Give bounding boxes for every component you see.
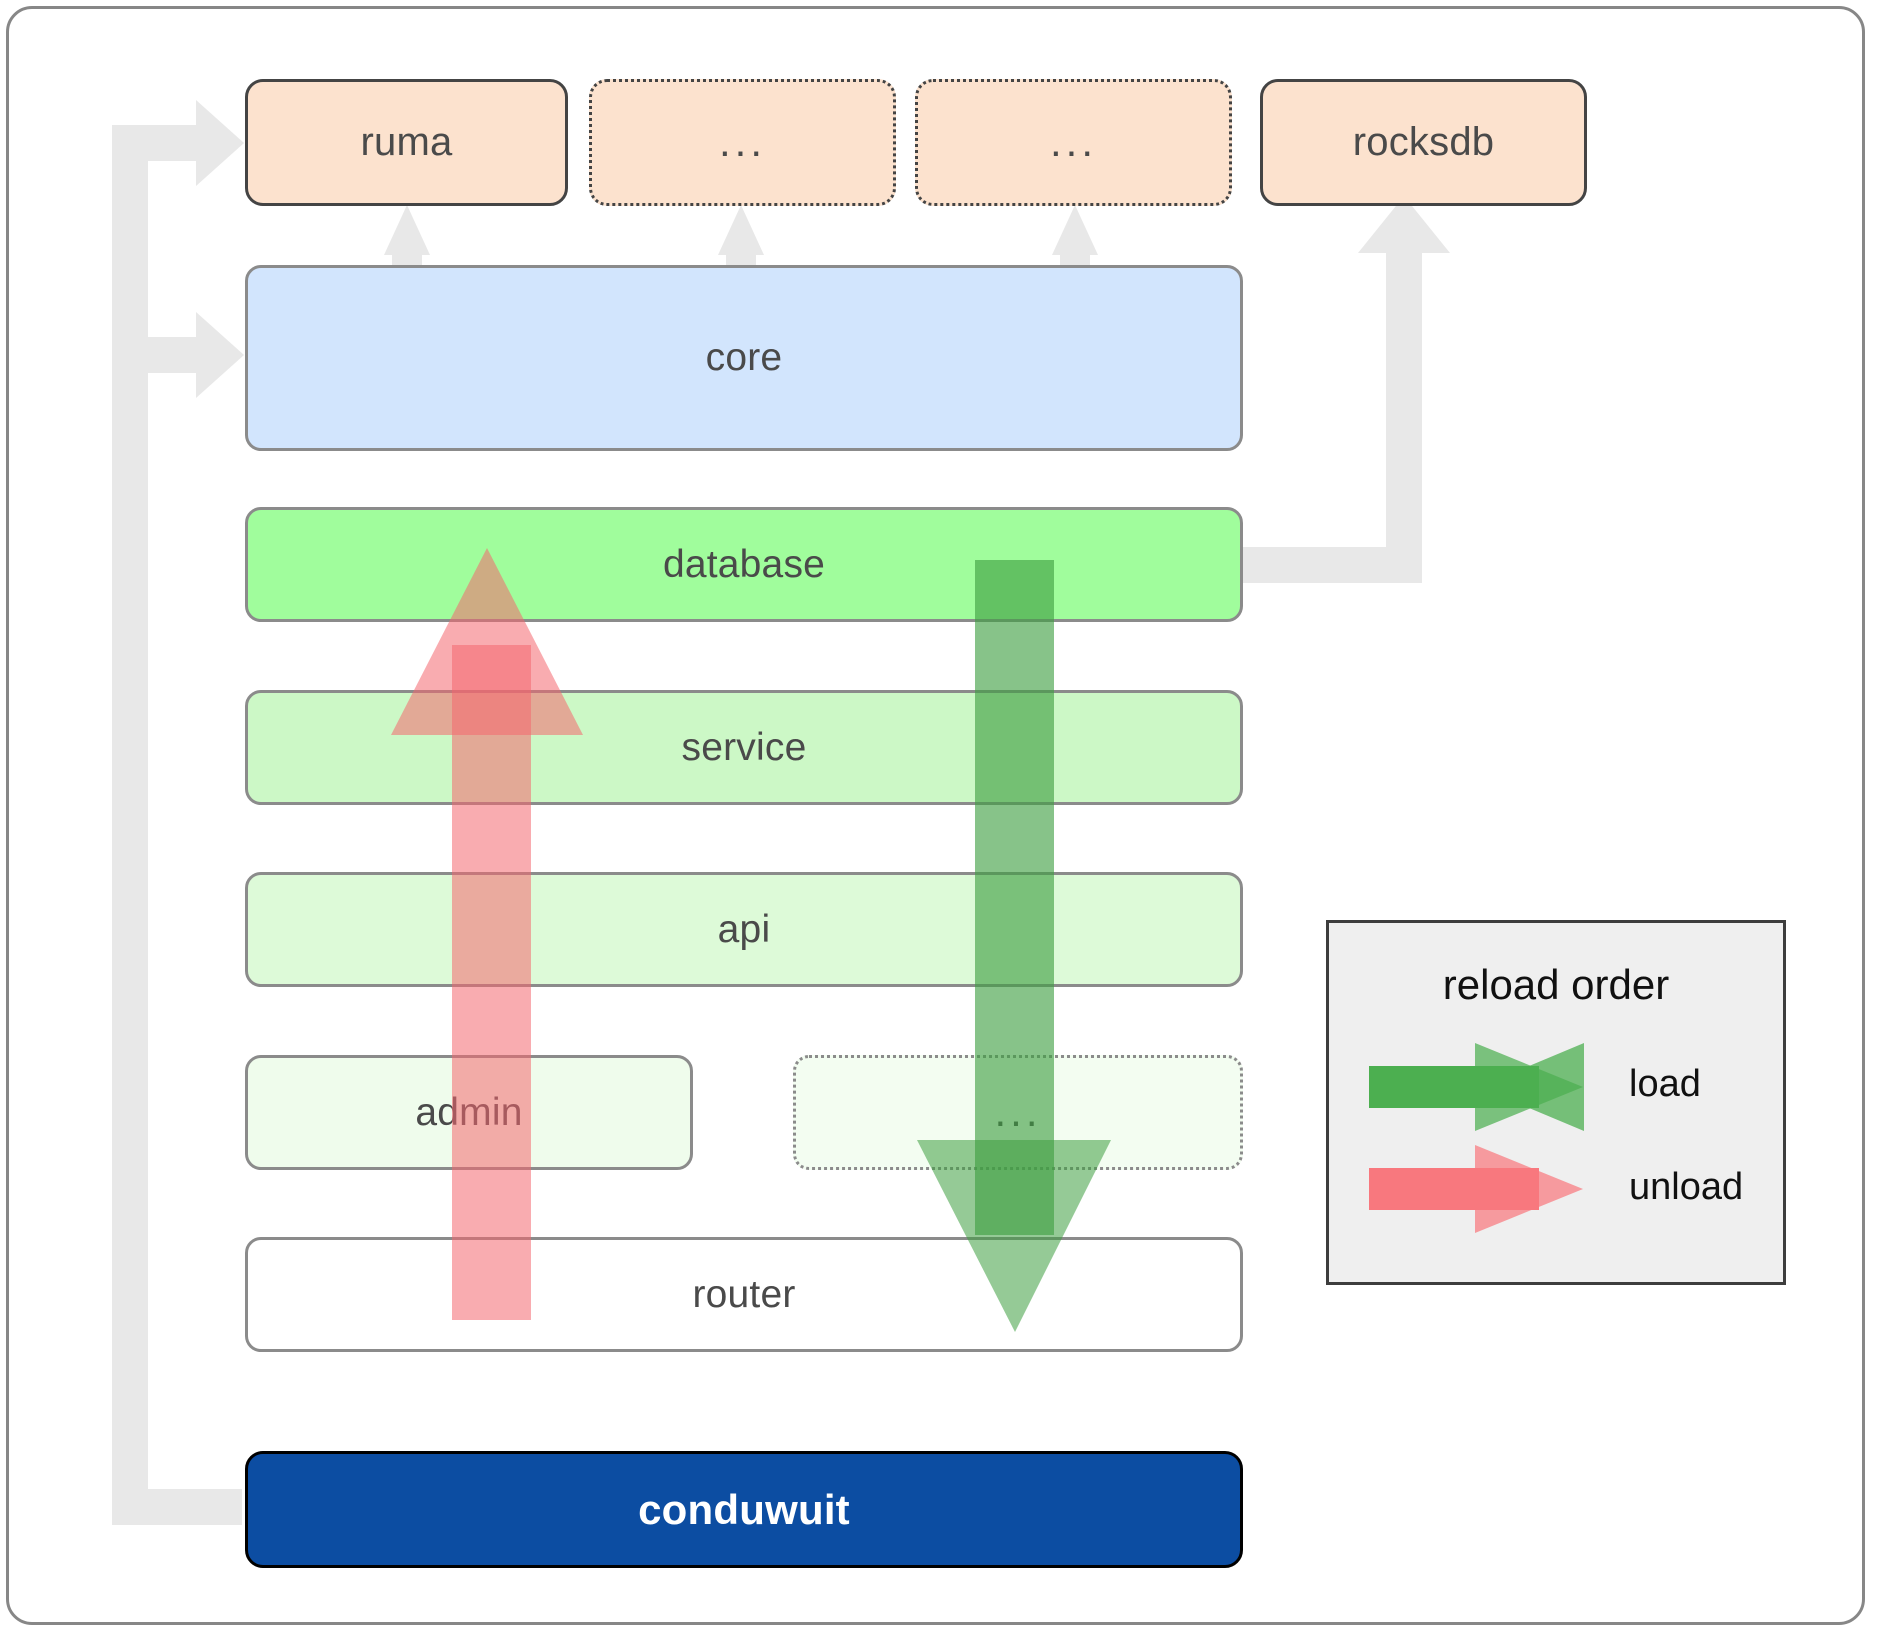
legend-arrow-glyphs — [1369, 1043, 1584, 1233]
layer-box-router[interactable]: router — [245, 1237, 1243, 1352]
layer-box-ellipsis[interactable]: ... — [793, 1055, 1243, 1170]
dependency-label: rocksdb — [1352, 120, 1495, 164]
dependency-box-ellipsis-2[interactable]: ... — [915, 79, 1232, 206]
layer-label: database — [662, 542, 826, 586]
layer-box-admin[interactable]: admin — [245, 1055, 693, 1170]
dependency-box-rocksdb[interactable]: rocksdb — [1260, 79, 1587, 206]
legend-label-unload: unload — [1629, 1166, 1744, 1208]
load-legend-icon — [1369, 1043, 1584, 1131]
layer-label: admin — [415, 1090, 523, 1134]
legend-title: reload order — [1442, 961, 1670, 1008]
layer-label: api — [717, 907, 771, 951]
layer-box-api[interactable]: api — [245, 872, 1243, 987]
root-box-conduwuit[interactable]: conduwuit — [245, 1451, 1243, 1568]
core-label: core — [705, 336, 783, 379]
dependency-box-ellipsis-1[interactable]: ... — [589, 79, 896, 206]
dependency-box-ruma[interactable]: ruma — [245, 79, 568, 206]
dependency-label: ruma — [360, 120, 453, 164]
layer-label: service — [681, 725, 807, 769]
dependency-label: ... — [718, 118, 766, 166]
core-box[interactable]: core — [245, 265, 1243, 451]
layer-box-service[interactable]: service — [245, 690, 1243, 805]
unload-legend-icon — [1369, 1145, 1583, 1233]
legend-panel: reload order load unload — [1326, 920, 1786, 1285]
root-label: conduwuit — [638, 1485, 850, 1533]
diagram-frame — [6, 6, 1865, 1625]
layer-label: ... — [994, 1088, 1042, 1136]
layer-label: router — [692, 1272, 796, 1316]
legend-label-load: load — [1629, 1063, 1701, 1105]
dependency-label: ... — [1049, 118, 1097, 166]
layer-box-database[interactable]: database — [245, 507, 1243, 622]
